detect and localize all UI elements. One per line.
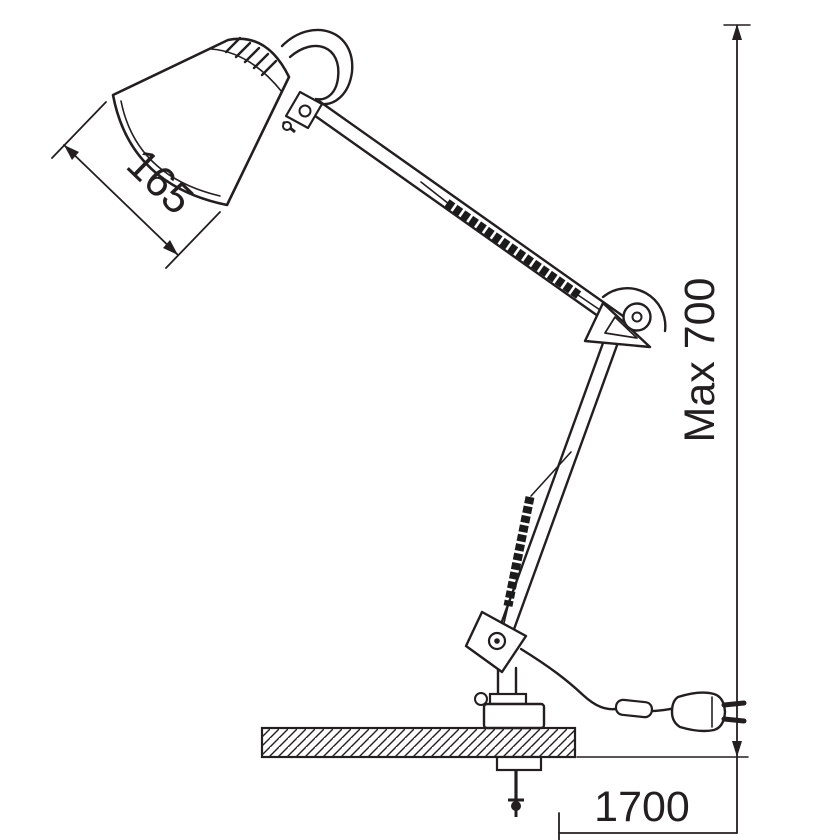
table-clamp <box>474 666 546 772</box>
elbow-joint <box>583 287 667 349</box>
clamp-screw <box>508 770 524 817</box>
lower-spring <box>499 451 572 641</box>
plug-prong-bottom <box>721 716 747 724</box>
upper-spring <box>420 181 604 313</box>
upper-arm <box>309 99 632 335</box>
lower-arm <box>494 319 626 645</box>
clamp-knob <box>474 692 488 706</box>
cable-length-label: 1700 <box>594 783 690 831</box>
shade-vents <box>224 36 278 77</box>
max-height-label: Max 700 <box>676 278 724 443</box>
lamp-shade <box>111 37 291 207</box>
power-plug <box>670 691 747 733</box>
power-cord <box>519 647 679 713</box>
head-handle <box>280 28 354 106</box>
base-joint <box>464 610 528 674</box>
table-surface <box>260 726 749 759</box>
inline-switch <box>614 698 654 719</box>
head-joint <box>282 90 324 134</box>
dimension-cable-length: 1700 <box>558 783 738 840</box>
plug-prong-top <box>721 700 747 708</box>
dimension-max-height: Max 700 <box>676 24 751 834</box>
